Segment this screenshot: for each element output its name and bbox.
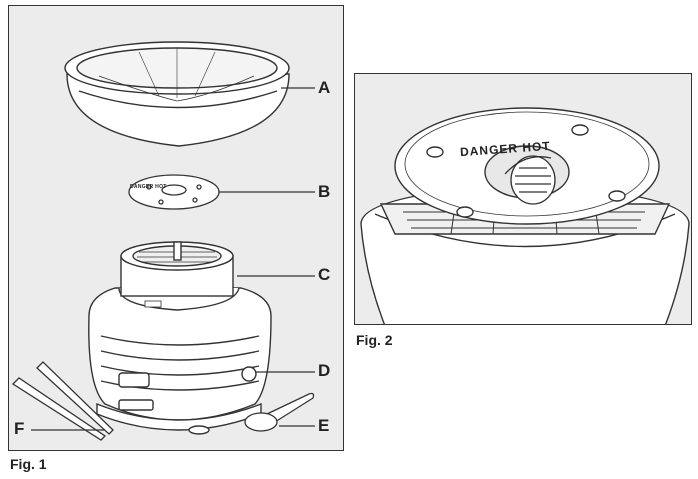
sticks-part-f — [11, 361, 114, 441]
fig2-panel — [354, 73, 692, 325]
heating-plate-part-b — [128, 174, 220, 210]
callout-b: B — [318, 182, 331, 201]
fig1-caption: Fig. 1 — [10, 456, 47, 472]
dial-knob — [504, 155, 556, 205]
fig2-drawing — [360, 107, 690, 324]
fig2-caption: Fig. 2 — [356, 332, 393, 348]
leader-lines — [31, 87, 315, 431]
callout-f: F — [14, 419, 25, 438]
callout-c: C — [318, 265, 331, 284]
base-unit — [88, 241, 272, 435]
callout-e: E — [318, 416, 330, 435]
bowl-part-a — [64, 41, 290, 147]
fig1-drawing — [11, 41, 315, 441]
disc-label: DANGER HOT — [130, 184, 167, 190]
callout-a: A — [318, 78, 331, 97]
fig1-panel — [8, 5, 344, 451]
callout-d: D — [318, 361, 331, 380]
measuring-spoon-part-e — [244, 392, 315, 432]
